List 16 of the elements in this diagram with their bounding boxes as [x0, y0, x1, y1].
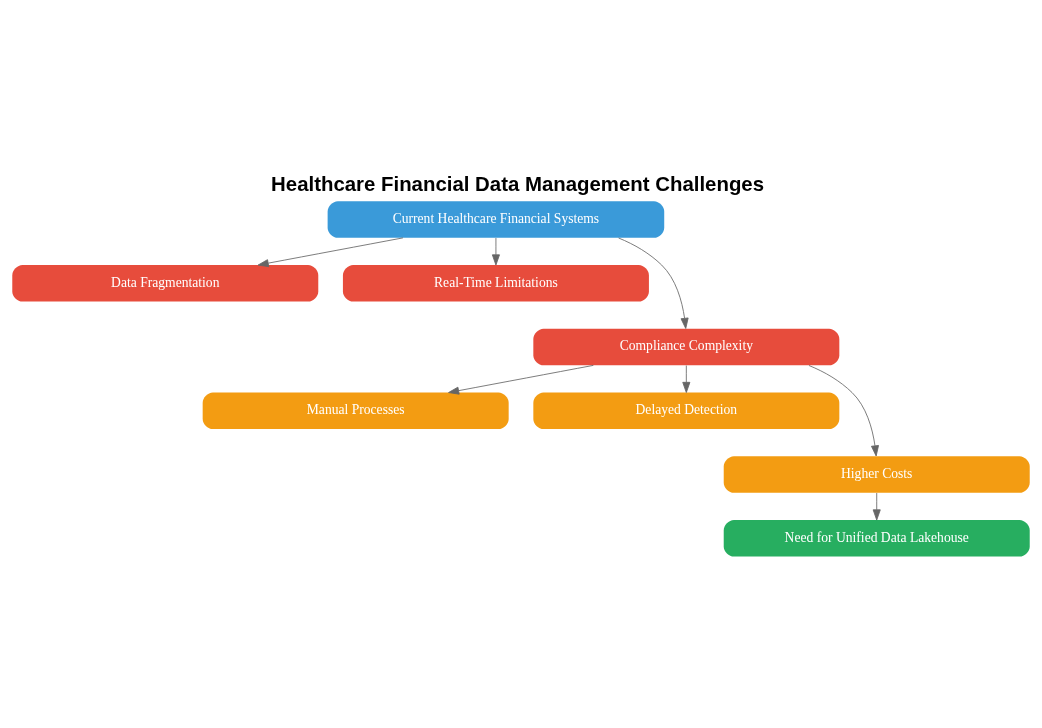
arrow: [448, 364, 594, 395]
node-box: Real-Time Limitations: [342, 264, 649, 302]
arrow: [618, 237, 689, 329]
node-box: Compliance Complexity: [533, 328, 840, 365]
arrow: [872, 492, 881, 520]
arrow: [257, 236, 404, 267]
node-box: Need for Unified Data Lakehouse: [723, 519, 1030, 557]
arrow: [682, 364, 691, 393]
arrow: [491, 237, 500, 265]
node-box: Manual Processes: [202, 392, 509, 429]
node-box: Delayed Detection: [533, 392, 840, 429]
diagram-title: Healthcare Financial Data Management Challenges: [271, 172, 765, 195]
node-box: Data Fragmentation: [12, 264, 319, 302]
node-box: Higher Costs: [723, 455, 1030, 493]
arrow: [808, 364, 879, 456]
node-box: Current Healthcare Financial Systems: [327, 200, 665, 238]
